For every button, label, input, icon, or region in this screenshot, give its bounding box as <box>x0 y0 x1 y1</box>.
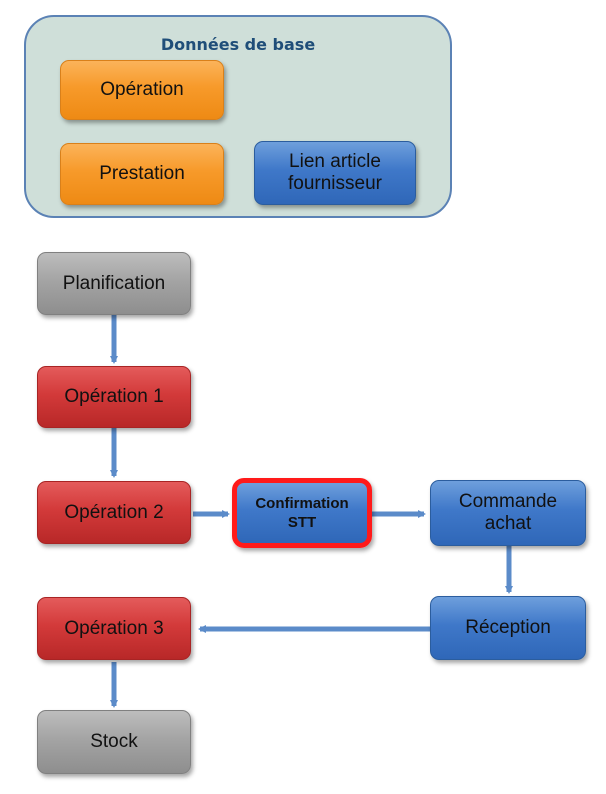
node-prestation[interactable]: Prestation <box>60 143 224 205</box>
node-planification[interactable]: Planification <box>37 252 191 315</box>
node-label: Réception <box>465 617 551 638</box>
group-title: Données de base <box>160 35 316 54</box>
node-label: Opération 2 <box>64 501 164 523</box>
node-label: Stock <box>90 731 138 752</box>
node-label: Planification <box>62 272 166 294</box>
node-label: Opération 3 <box>64 617 164 639</box>
node-operation-1[interactable]: Opération 1 <box>37 366 191 428</box>
node-label: Prestation <box>99 163 185 184</box>
node-operation-3[interactable]: Opération 3 <box>37 597 191 660</box>
node-stock[interactable]: Stock <box>37 710 191 774</box>
node-operation[interactable]: Opération <box>60 60 224 120</box>
node-operation-2[interactable]: Opération 2 <box>37 481 191 544</box>
node-reception[interactable]: Réception <box>430 596 586 660</box>
node-label: Opération <box>100 79 184 100</box>
node-label: Opération 1 <box>64 386 164 407</box>
